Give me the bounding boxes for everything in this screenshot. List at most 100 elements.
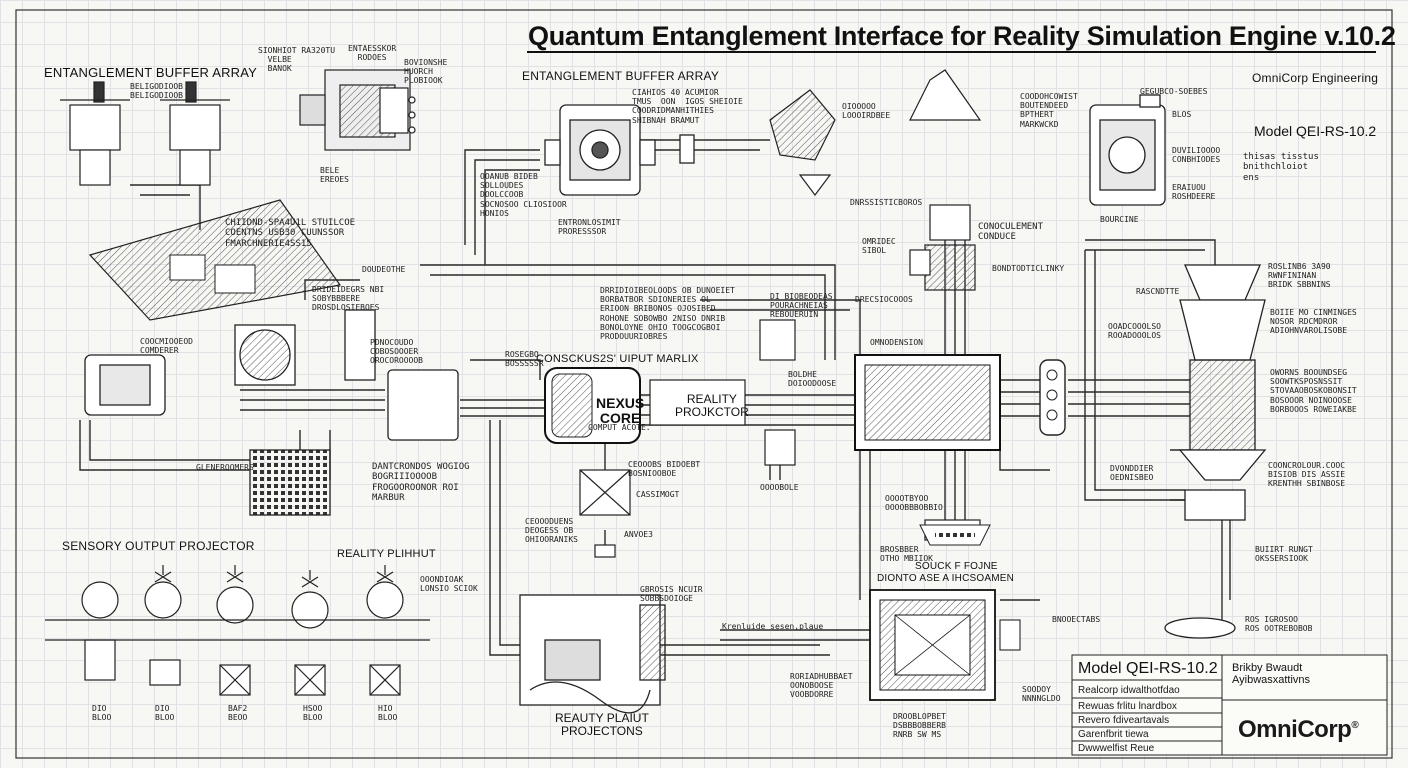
annot-8: ENTRONLOSIMIT PRORESSSOR [558, 218, 621, 237]
annot-22: OMNODENSION [870, 338, 923, 347]
header-note: thisas tisstus bnithchloiot ens [1243, 152, 1319, 183]
annot-51: BOLDHE DOIOODOOSE [788, 370, 837, 389]
title-block-row-2: Rewuas frlitu lnardbox [1078, 701, 1177, 712]
connector-column [1039, 359, 1066, 436]
annot-3: BOVIONSHE HUORCH PLOBIOOK [404, 58, 448, 86]
annot-46: DROOBLOPBET DSBBBOBBERB RNRB SW MS [893, 712, 946, 740]
annot-7: OOANUB BIDEB SOLLOUDES DOOLCCOOB SOCNOSO… [480, 172, 567, 218]
plaiut-projectons-label: REAUTY PLAIUT PROJECTONS [555, 711, 649, 739]
annot-38: COOCMIOOEOD COMDERER [140, 337, 193, 356]
right-top-module [1089, 94, 1166, 206]
annot-42: ANVOE3 [624, 530, 653, 539]
title-block-right-text: Brikby Bwaudt Ayibwasxattivns [1232, 662, 1311, 687]
title-block-row-3: Revero fdiveartavals [1078, 715, 1170, 726]
logo-registered-mark: ® [1351, 720, 1359, 731]
annot-54: DIO BLOO [155, 704, 175, 723]
entanglement-processor [544, 104, 695, 196]
annot-41: CASSIMOGT [636, 490, 680, 499]
company-name: OmniCorp Engineering [1252, 71, 1379, 85]
central-reality-module [854, 354, 1001, 451]
right-tower [1164, 264, 1267, 639]
title-block-row-4: Garenfbrit tiewa [1078, 729, 1149, 740]
annot-10: COODOHCOWIST BOUTENDEED BPTHERT MARKWCKD [1020, 92, 1078, 129]
annot-16: DNRSSISTICBOROS [850, 198, 923, 207]
title-block-row-1: Realcorp idwalthotfdao [1078, 685, 1180, 696]
conduit-section [88, 199, 342, 321]
annot-60: ROSEGBO BOSSSSSR [505, 350, 544, 369]
annot-35: PDNOCOUDO COBOSOOOER OROCOROOOOB [370, 338, 423, 366]
annot-15: BOURCINE [1100, 215, 1139, 224]
annot-53: DIO BLOO [92, 704, 112, 723]
dot-matrix [249, 449, 331, 516]
nexus-core-sub: COMPUT ACOTE. [588, 423, 651, 432]
buffer-array-left [60, 81, 230, 186]
annot-6: CIAHIOS 40 ACUMIOR TMUS OON IGOS SHEIOIE… [632, 88, 743, 125]
annot-33: DRIDEIDEGRS NBI SOBYBBBERE DROSDLOSIEBOE… [312, 285, 385, 313]
diagnostic-label: DIONTO ASE A IHCSOAMEN [877, 573, 1015, 584]
section-buffer-left: ENTANGLEMENT BUFFER ARRAY [44, 65, 258, 80]
section-sensory-output: SENSORY OUTPUT PROJECTOR [62, 539, 255, 553]
diagram-title: Quantum Entanglement Interface for Reali… [528, 21, 1396, 51]
annot-48: SOODOY NNNNGLDO [1022, 685, 1061, 704]
annot-39: CEOOODUENS DEOGESS OB OHIOORANIKS [525, 517, 578, 545]
annot-30: ROS IGROSOO ROS OOTREBOBOB [1245, 615, 1313, 634]
annot-21: DRECSIOCOOOS [855, 295, 913, 304]
prism-assembly [769, 69, 982, 196]
sensory-projector-row [45, 565, 430, 696]
annot-9: OIOOOOO LOOOIRDBEE [842, 102, 891, 121]
annot-20: DI BIOBEODEAS POURACHNEIAS REBOUERUIN [770, 292, 833, 320]
annot-45: RORIADHUBBAET OONOBOOSE VOOBDORRE [790, 672, 853, 700]
section-reality-plihut: REALITY PLIHHUT [337, 548, 436, 560]
annot-36: DANTCRONDOS WOGIOG BOGRIIIOOOOB FROGOORO… [372, 462, 470, 504]
annot-50: BROSBBER OTHO MBIIOK [880, 545, 933, 564]
annot-59: OOOOBOLE [760, 483, 799, 492]
annot-27: OWORNS BOOUNDSEG SOOWTKSPOSNSSIT STOVAAO… [1270, 368, 1357, 414]
annot-49: OOOOTBYOO OOOOBBBOBBIO [885, 494, 943, 513]
reality-projector-shape [649, 379, 746, 426]
annot-44: Krenluide sesen,plaue [722, 622, 824, 631]
annot-52: OOONDIOAK LONSIO SCIOK [420, 575, 478, 594]
sensor-block [299, 69, 416, 151]
nexus-core-label: NEXUS CORE [596, 395, 645, 426]
annot-12: BLOS [1172, 110, 1192, 119]
bottom-center-unit [869, 589, 1021, 701]
annot-19: BONDTODTICLINKY [992, 264, 1065, 273]
annot-58: BELIGODIOOB BELIGODIOOB [130, 82, 183, 101]
annot-13: DUVILIOOOO CONBHIODES [1172, 146, 1221, 165]
annot-31: DVONDDIER OEDNISBEO [1110, 464, 1154, 483]
annot-25: RASCNDTTE [1136, 287, 1180, 296]
annot-11: GEGUBCO-SOEBES [1140, 87, 1208, 96]
title-block-model: Model QEI-RS-10.2 [1078, 660, 1218, 677]
annot-1: SIONHIOT RA320TU VELBE BANOK [258, 46, 336, 74]
annot-14: ERAIUOU ROSHDEERE [1172, 183, 1216, 202]
section-conscious-matrix: CONSCKUS2S' UIPUT MARLIX [536, 353, 699, 365]
annot-34: DOUDEOTHE [362, 265, 406, 274]
conglement-conduce [909, 204, 976, 291]
reality-projector-label: REALITY PROJKCTOR [675, 392, 749, 419]
annot-32: OOADCOOOLSO ROOADOOOLOS [1108, 322, 1161, 341]
annot-26: BOIIE MO CINMINGES NOSOR RDCMDROR ADIOHN… [1270, 308, 1357, 336]
annot-57: HIO BLOO [378, 704, 398, 723]
sensor-pulse-label: SOUCK F FOJNE [915, 561, 998, 572]
annot-29: BUIIRT RUNGT OKSSERSIOOK [1255, 545, 1313, 564]
nexus-core-shape [544, 367, 641, 444]
annot-37: GLENEROOMERS [196, 463, 254, 472]
annot-47: BNOOECTABS [1052, 615, 1101, 624]
title-block-grid [1071, 654, 1388, 756]
annot-4: BELE EREOES [320, 166, 349, 185]
logo-text: OmniCorp [1238, 716, 1352, 743]
annot-24: ROSLINB6 3A90 RWNFININAN BRIDK SBBNINS [1268, 262, 1331, 290]
plaiut-projector-shape [519, 594, 666, 714]
annot-40: CEOOOBS BIDOEBT BOSNIOOBOE [628, 460, 701, 479]
annot-17: CONOCULEMENT CONDUCE [978, 222, 1044, 243]
annot-23: DRRIDIOIBEOLOODS OB DUNOEIET BORBATBOR S… [600, 286, 735, 341]
annot-2: ENTAESSKOR RODOES [348, 44, 397, 63]
title-block-row-5: Dwwwelfist Reue [1078, 743, 1155, 754]
annot-56: HSOO BLOO [303, 704, 323, 723]
omnicorp-logo: OmniCorp® [1238, 716, 1359, 744]
annot-5: CHIIDND-SPA4U1L STUILCOE COENTNS USB30 C… [225, 218, 356, 249]
sheet-border [15, 9, 1393, 759]
annot-43: GBROSIS NCUIR SOBBSDOIOGE [640, 585, 703, 604]
